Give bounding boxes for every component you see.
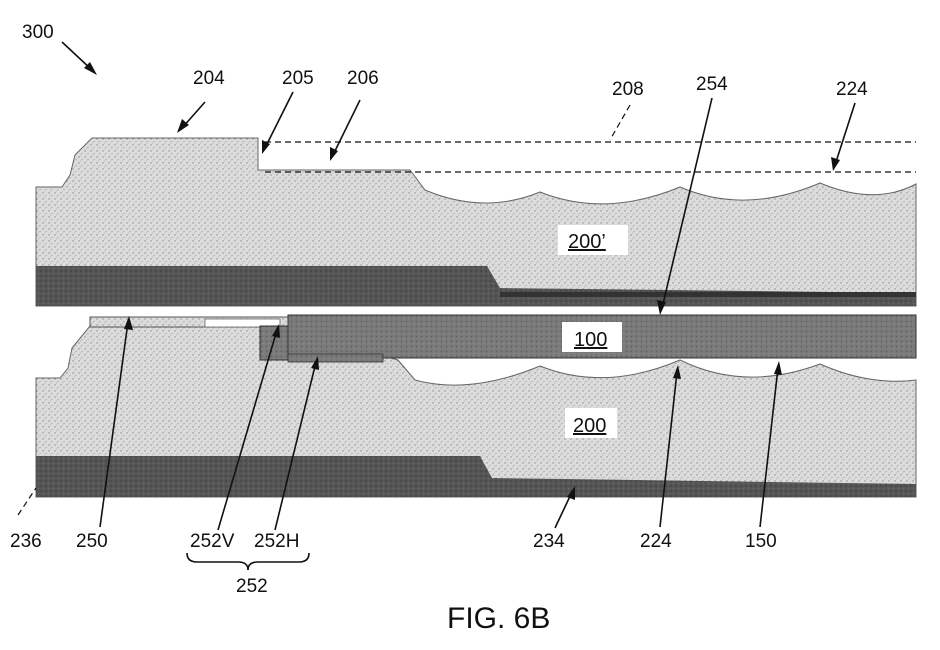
upper-body <box>36 138 916 306</box>
label-224-top: 224 <box>836 79 868 100</box>
label-252V: 252V <box>190 531 235 552</box>
label-200prime: 200’ <box>568 231 606 253</box>
label-234: 234 <box>533 531 565 552</box>
label-150: 150 <box>745 531 777 552</box>
label-208: 208 <box>612 79 644 100</box>
label-100: 100 <box>574 329 607 351</box>
label-252H: 252H <box>254 531 299 552</box>
label-254: 254 <box>696 74 728 95</box>
label-250: 250 <box>76 531 108 552</box>
label-236: 236 <box>10 531 42 552</box>
label-206: 206 <box>347 68 379 89</box>
label-200: 200 <box>573 415 606 437</box>
label-204: 204 <box>193 68 225 89</box>
label-300: 300 <box>22 22 54 43</box>
figure-caption: FIG. 6B <box>447 602 550 635</box>
label-224-bottom: 224 <box>640 531 672 552</box>
label-252: 252 <box>236 576 268 597</box>
label-205: 205 <box>282 68 314 89</box>
